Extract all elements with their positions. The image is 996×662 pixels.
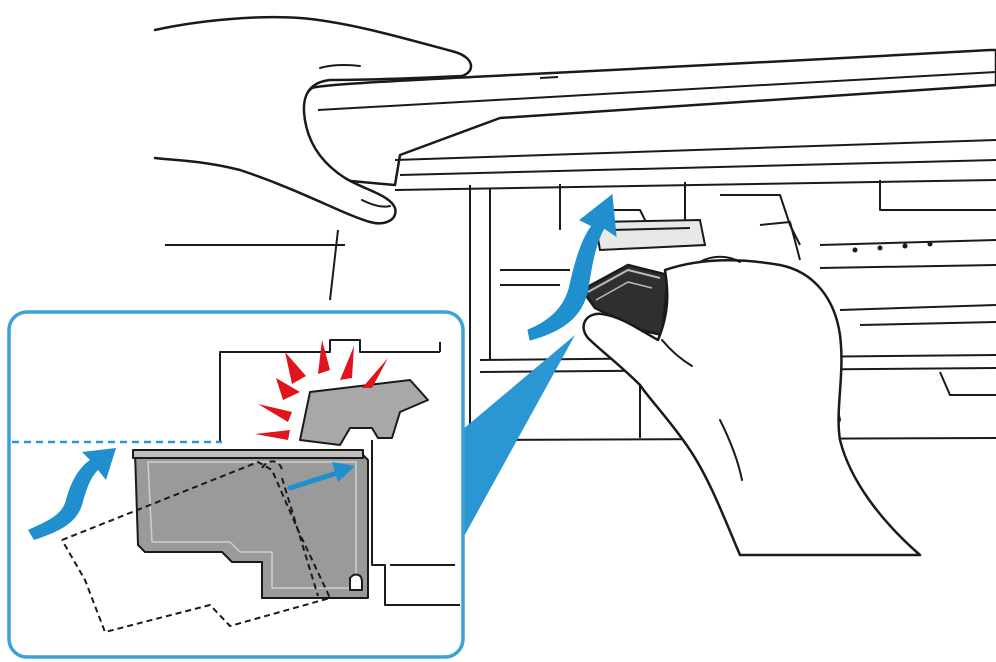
push-arrow: [287, 462, 355, 491]
inset-callout: [7, 310, 465, 659]
right-hand: [582, 255, 922, 557]
left-hand: [153, 15, 473, 225]
inset-holder-frame: [219, 339, 460, 606]
inset-cartridge-dashed: [61, 460, 331, 633]
callout-pointer: [462, 335, 575, 540]
rotate-up-arrow: [527, 194, 617, 341]
click-burst: [255, 340, 388, 440]
inset-lock-tab: [299, 379, 429, 446]
inset-rotate-arrow: [28, 448, 116, 540]
scanner-lid: [300, 48, 996, 187]
rail-holes: [852, 241, 933, 253]
